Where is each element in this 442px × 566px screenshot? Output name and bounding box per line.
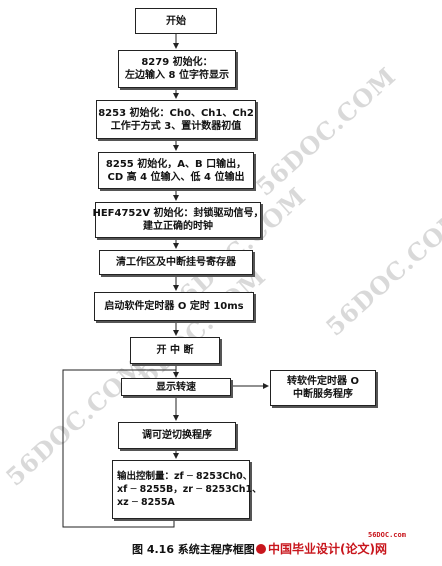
init-8253-node: 8253 初始化：Ch0、Ch1、Ch2 工作于方式 3、置计数器初值 — [96, 100, 256, 139]
start-label: 开始 — [166, 15, 186, 27]
enable-interrupt-label: 开 中 断 — [156, 345, 194, 356]
init-8255-node: 8255 初始化，A、B 口输出， CD 高 4 位输入、低 4 位输出 — [98, 152, 254, 189]
display-speed-label: 显示转速 — [156, 381, 196, 393]
clear-workarea-label: 清工作区及中断挂号寄存器 — [116, 257, 236, 268]
init-hef4752v-line2: 建立正确的时钟 — [143, 221, 213, 232]
reversible-switch-node: 调可逆切换程序 — [118, 422, 236, 449]
site-logo: 中国毕业设计(论文)网 — [256, 540, 387, 557]
init-8279-line1: 8279 初始化： — [141, 57, 213, 68]
init-8279-line2: 左边输入 8 位字符显示 — [125, 70, 229, 81]
figure-caption: 图 4.16 系统主程序框图 — [132, 543, 255, 556]
init-8255-line1: 8255 初始化，A、B 口输出， — [105, 158, 247, 170]
enable-interrupt-node: 开 中 断 — [130, 337, 220, 364]
logo-icon — [256, 544, 266, 554]
clear-workarea-node: 清工作区及中断挂号寄存器 — [99, 250, 253, 275]
start-timer-label: 启动软件定时器 O 定时 10ms — [104, 301, 244, 312]
init-8253-line2: 工作于方式 3、置计数器初值 — [110, 120, 242, 132]
timer-isr-line2: 中断服务程序 — [293, 389, 353, 400]
init-8279-node: 8279 初始化： 左边输入 8 位字符显示 — [118, 50, 236, 88]
timer-isr-node: 转软件定时器 O 中断服务程序 — [270, 370, 376, 406]
start-timer-node: 启动软件定时器 O 定时 10ms — [94, 292, 254, 321]
output-control-line2: xf ─ 8255B，zr ─ 8253Ch1、 — [117, 484, 262, 495]
reversible-switch-label: 调可逆切换程序 — [142, 430, 212, 441]
init-hef4752v-line1: HEF4752V 初始化：封锁驱动信号， — [92, 208, 264, 219]
timer-isr-line1: 转软件定时器 O — [287, 376, 359, 387]
site-logo-small: 56DOC.com — [368, 531, 406, 539]
site-logo-text: 中国毕业设计(论文)网 — [268, 542, 387, 556]
init-8253-line1: 8253 初始化：Ch0、Ch1、Ch2 — [98, 107, 254, 119]
output-control-node: 输出控制量：zf ─ 8253Ch0、 xf ─ 8255B，zr ─ 8253… — [112, 460, 262, 519]
display-speed-node: 显示转速 — [121, 378, 231, 396]
output-control-line1: 输出控制量：zf ─ 8253Ch0、 — [117, 471, 253, 482]
init-8255-line2: CD 高 4 位输入、低 4 位输出 — [107, 171, 245, 183]
output-control-line3: xz ─ 8255A — [117, 497, 175, 508]
start-node: 开始 — [135, 8, 217, 34]
init-hef4752v-node: HEF4752V 初始化：封锁驱动信号， 建立正确的时钟 — [92, 202, 264, 238]
